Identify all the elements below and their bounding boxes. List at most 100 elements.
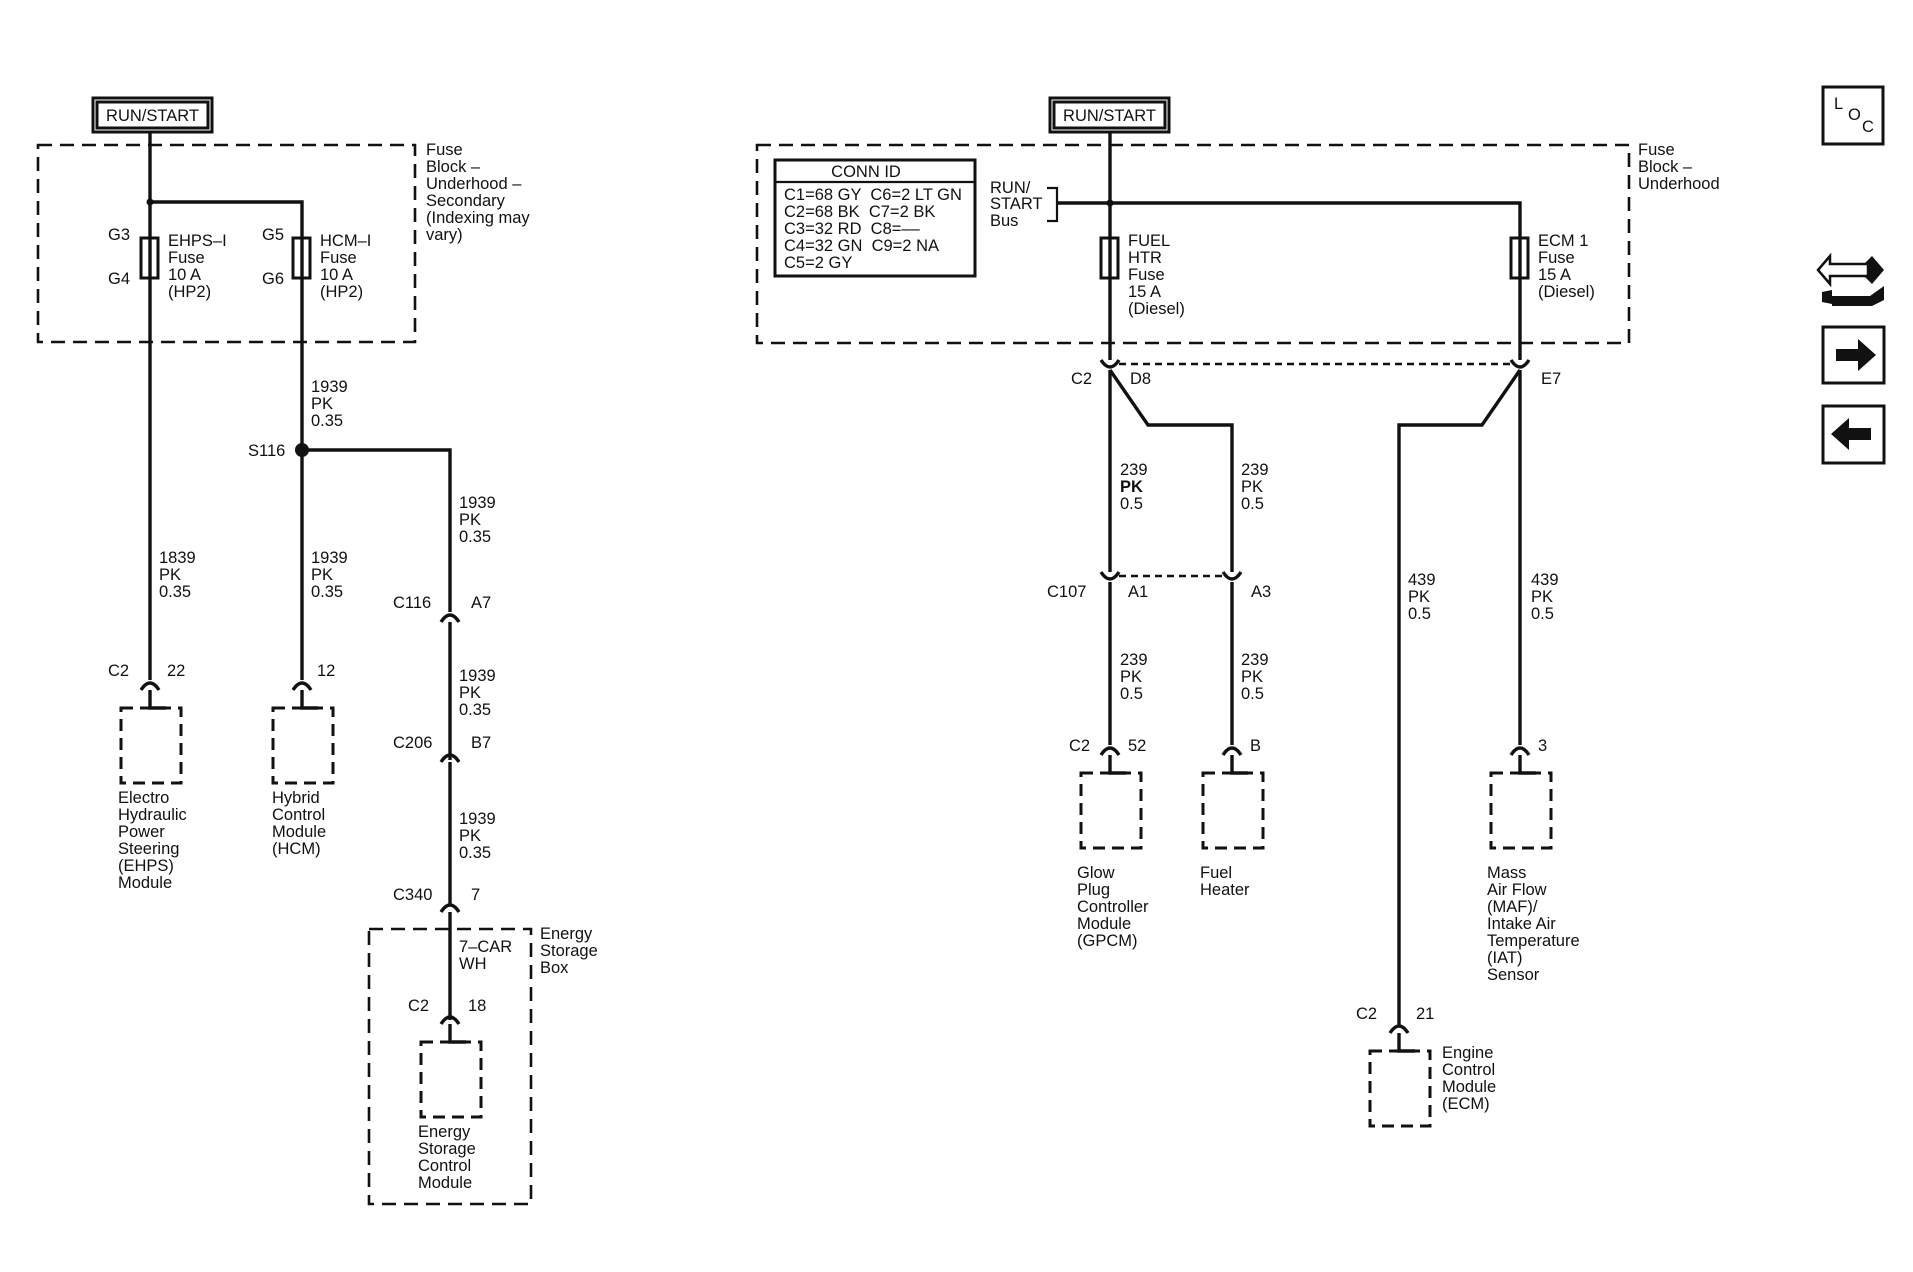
- svg-text:PK: PK: [1241, 478, 1263, 496]
- wire-label-1939-e: 1939 PK 0.35: [459, 810, 496, 862]
- svg-text:vary): vary): [426, 226, 463, 244]
- right-fuse-block-box: [755, 143, 1631, 345]
- svg-text:Controller: Controller: [1077, 898, 1149, 916]
- svg-text:HCM–I: HCM–I: [320, 232, 371, 250]
- svg-text:Mass: Mass: [1487, 864, 1526, 882]
- hcm-module-label: Hybrid Control Module (HCM): [272, 789, 326, 858]
- svg-text:RUN/START: RUN/START: [106, 107, 199, 125]
- svg-text:RUN/START: RUN/START: [1063, 107, 1156, 125]
- ehps-fuse: G3 G4 EHPS–I Fuse 10 A (HP2): [108, 226, 227, 301]
- right-fuse-block-label: Fuse Block – Underhood: [1638, 141, 1720, 193]
- svg-text:C4=32 GN C9=2 NA: C4=32 GN C9=2 NA: [784, 237, 939, 255]
- svg-text:Module: Module: [1077, 915, 1131, 933]
- svg-text:G6: G6: [262, 270, 284, 288]
- svg-text:C340: C340: [393, 886, 432, 904]
- svg-text:Intake Air: Intake Air: [1487, 915, 1556, 933]
- run-start-bus: RUN/ START Bus: [990, 179, 1522, 245]
- svg-text:(GPCM): (GPCM): [1077, 932, 1138, 950]
- ehps-module-label: Electro Hydraulic Power Steering (EHPS) …: [118, 789, 187, 892]
- svg-text:Engine: Engine: [1442, 1044, 1493, 1062]
- svg-text:Secondary: Secondary: [426, 192, 506, 210]
- svg-text:1939: 1939: [459, 494, 496, 512]
- svg-text:A1: A1: [1128, 583, 1148, 601]
- svg-text:Fuse: Fuse: [1638, 141, 1675, 159]
- svg-text:A3: A3: [1251, 583, 1271, 601]
- connector-c206: C206 B7: [393, 734, 491, 905]
- svg-text:PK: PK: [459, 511, 481, 529]
- svg-text:Fuse: Fuse: [168, 249, 205, 267]
- svg-text:0.5: 0.5: [1120, 495, 1143, 513]
- svg-text:PK: PK: [159, 566, 181, 584]
- ecm-module-box: [1368, 1049, 1432, 1128]
- svg-text:Energy: Energy: [418, 1123, 471, 1141]
- svg-text:Air Flow: Air Flow: [1487, 881, 1547, 899]
- svg-text:G3: G3: [108, 226, 130, 244]
- svg-text:(ECM): (ECM): [1442, 1095, 1490, 1113]
- svg-text:0.35: 0.35: [459, 844, 491, 862]
- ehps-module-box: [119, 706, 183, 785]
- connector-icon[interactable]: [1816, 252, 1884, 306]
- wire-label-239-c: 239 PK 0.5: [1120, 651, 1148, 703]
- svg-text:Bus: Bus: [990, 212, 1018, 230]
- wire-label-239-b: 239 PK 0.5: [1241, 461, 1269, 513]
- wire-label-1939-c: 1939 PK 0.35: [459, 494, 496, 546]
- svg-text:PK: PK: [459, 827, 481, 845]
- next-page-button[interactable]: [1821, 325, 1886, 385]
- svg-text:PK: PK: [1531, 588, 1553, 606]
- svg-text:Block –: Block –: [1638, 158, 1693, 176]
- svg-text:E7: E7: [1541, 370, 1561, 388]
- svg-text:RUN/: RUN/: [990, 179, 1031, 197]
- fuel-heater-connector: B: [1221, 737, 1261, 775]
- ecm-connector: C2 21: [1356, 1005, 1434, 1053]
- svg-text:Energy: Energy: [540, 925, 593, 943]
- left-fuse-block-box: [36, 143, 417, 344]
- previous-page-button[interactable]: [1821, 404, 1886, 465]
- splice-s116: S116: [248, 442, 309, 460]
- svg-text:Module: Module: [118, 874, 172, 892]
- svg-text:C2: C2: [108, 662, 129, 680]
- energy-storage-box-label: Energy Storage Box: [540, 925, 598, 977]
- fuel-heater-fuse: FUEL HTR Fuse 15 A (Diesel): [1099, 232, 1185, 318]
- gpcm-module-label: Glow Plug Controller Module (GPCM): [1077, 864, 1149, 950]
- svg-text:Fuse: Fuse: [426, 141, 463, 159]
- svg-text:Module: Module: [418, 1174, 472, 1192]
- svg-text:1939: 1939: [311, 378, 348, 396]
- arrow-right-icon: [1836, 339, 1876, 371]
- ecm-fuse: ECM 1 Fuse 15 A (Diesel): [1509, 232, 1595, 301]
- svg-text:239: 239: [1120, 461, 1148, 479]
- svg-text:PK: PK: [1408, 588, 1430, 606]
- escm-connector: C2 18: [408, 997, 486, 1044]
- svg-text:10 A: 10 A: [168, 266, 201, 284]
- svg-text:239: 239: [1241, 461, 1269, 479]
- svg-text:EHPS–I: EHPS–I: [168, 232, 227, 250]
- escm-module-label: Energy Storage Control Module: [418, 1123, 476, 1192]
- svg-text:Sensor: Sensor: [1487, 966, 1540, 984]
- svg-text:1939: 1939: [459, 810, 496, 828]
- svg-text:Steering: Steering: [118, 840, 179, 858]
- svg-text:G5: G5: [262, 226, 284, 244]
- svg-text:Fuel: Fuel: [1200, 864, 1232, 882]
- svg-text:(HCM): (HCM): [272, 840, 321, 858]
- svg-text:Hybrid: Hybrid: [272, 789, 320, 807]
- svg-text:ECM 1: ECM 1: [1538, 232, 1588, 250]
- svg-text:1939: 1939: [459, 667, 496, 685]
- svg-text:PK: PK: [311, 566, 333, 584]
- svg-text:1839: 1839: [159, 549, 196, 567]
- svg-text:15 A: 15 A: [1538, 266, 1571, 284]
- svg-text:Electro: Electro: [118, 789, 169, 807]
- gpcm-module-box: [1079, 771, 1143, 850]
- loc-icon[interactable]: L O C: [1821, 85, 1885, 146]
- connector-c2-fuse-block: C2 D8 E7: [1071, 359, 1561, 388]
- svg-text:Power: Power: [118, 823, 165, 841]
- left-fuse-block-label: Fuse Block – Underhood – Secondary (Inde…: [426, 141, 530, 244]
- hcm-fuse: G5 G6 HCM–I Fuse 10 A (HP2): [262, 226, 371, 301]
- svg-text:L: L: [1834, 95, 1843, 113]
- svg-text:7–CAR: 7–CAR: [459, 938, 512, 956]
- svg-text:0.35: 0.35: [459, 528, 491, 546]
- svg-text:C: C: [1862, 118, 1874, 136]
- wire-label-439-b: 439 PK 0.5: [1531, 571, 1559, 623]
- svg-text:PK: PK: [459, 684, 481, 702]
- gpcm-connector: C2 52: [1069, 737, 1146, 775]
- svg-text:Fuse: Fuse: [320, 249, 357, 267]
